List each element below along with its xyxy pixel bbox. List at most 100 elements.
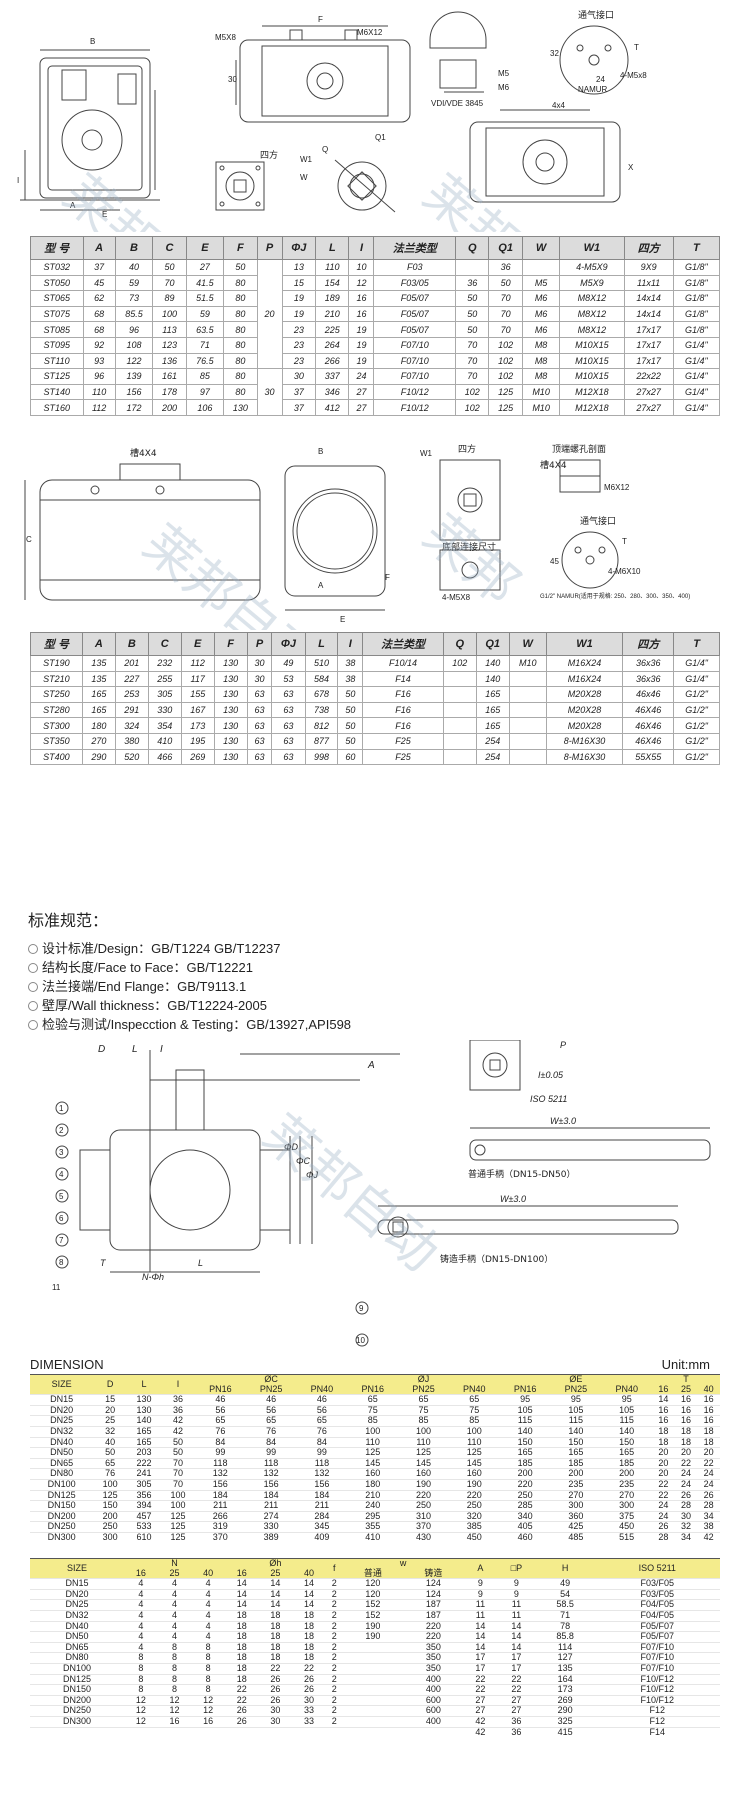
table-cell: 23 bbox=[281, 321, 317, 338]
table-cell: 25 bbox=[674, 1384, 698, 1395]
table-cell: 4 bbox=[157, 1609, 192, 1622]
table-cell: 11 bbox=[463, 1599, 498, 1611]
table-cell bbox=[342, 1726, 404, 1738]
svg-text:A: A bbox=[367, 1060, 375, 1071]
svg-text:莱邦自动: 莱邦自动 bbox=[52, 164, 250, 232]
table-cell: M12X18 bbox=[559, 383, 625, 401]
table-cell: 14 bbox=[258, 1588, 293, 1600]
table-cell: 18 bbox=[224, 1673, 259, 1685]
table-cell: 102 bbox=[488, 336, 523, 354]
table-cell: F12 bbox=[594, 1705, 720, 1717]
svg-text:10: 10 bbox=[356, 1336, 365, 1345]
table-cell: 12 bbox=[191, 1705, 225, 1717]
table-cell: 78 bbox=[535, 1620, 595, 1632]
table-cell: 18 bbox=[292, 1620, 326, 1632]
table-cell: 485 bbox=[550, 1531, 602, 1543]
table-cell: 354 bbox=[147, 717, 182, 734]
table-cell: F05/F07 bbox=[594, 1631, 720, 1643]
table-cell: 46X46 bbox=[622, 732, 675, 750]
table-cell: 70 bbox=[455, 368, 490, 385]
table-cell: 266 bbox=[315, 352, 350, 370]
table-cell: 4-M5X9 bbox=[559, 259, 625, 276]
table-cell bbox=[224, 1726, 259, 1738]
table-cell: 185 bbox=[499, 1457, 551, 1469]
svg-text:9: 9 bbox=[359, 1304, 364, 1313]
svg-text:通气接口: 通气接口 bbox=[580, 515, 616, 527]
table-cell: 65 bbox=[398, 1394, 449, 1406]
table-cell bbox=[508, 686, 547, 703]
table-cell bbox=[292, 1726, 326, 1738]
table-cell: 14 bbox=[292, 1578, 326, 1590]
table-cell: 12 bbox=[124, 1694, 158, 1706]
standards-section: 标准规范： 设计标准/Design：GB/T1224 GB/T12237 结构长… bbox=[28, 912, 628, 1034]
table-cell: 150 bbox=[601, 1436, 653, 1448]
table-cell: 40 bbox=[114, 259, 154, 276]
table-cell bbox=[342, 1684, 404, 1696]
table-cell: DN20 bbox=[30, 1404, 94, 1416]
table-cell: 18 bbox=[258, 1631, 293, 1643]
table-cell: 12 bbox=[157, 1705, 192, 1717]
table-cell: 115 bbox=[499, 1415, 551, 1427]
table-cell: L bbox=[127, 1373, 162, 1395]
table-cell bbox=[508, 670, 547, 688]
table-cell: F07/F10 bbox=[594, 1662, 720, 1675]
svg-text:C: C bbox=[26, 535, 32, 544]
table-cell: F07/F10 bbox=[594, 1652, 720, 1664]
table-cell: 50 bbox=[337, 701, 364, 719]
table-cell: G1/2" bbox=[673, 701, 720, 719]
table-cell: f bbox=[325, 1557, 343, 1579]
table-cell: DN125 bbox=[30, 1489, 94, 1501]
dimension-title: DIMENSION bbox=[30, 1357, 104, 1372]
table-cell: 8 bbox=[124, 1652, 158, 1664]
table-cell: 225 bbox=[315, 321, 350, 338]
table-cell: PN25 bbox=[245, 1384, 297, 1395]
table-cell: ISO 5211 bbox=[594, 1557, 720, 1579]
table-cell: DN250 bbox=[30, 1705, 125, 1717]
table-cell: 200 bbox=[499, 1468, 551, 1480]
table-cell: 62 bbox=[82, 290, 116, 307]
actuator-drawing-top: B F M5X8 M6X12 30 A E I 四方 Q Q1 W1 W VDI… bbox=[0, 0, 750, 232]
table-cell: 187 bbox=[403, 1609, 464, 1622]
table-cell: 290 bbox=[535, 1705, 595, 1717]
svg-text:T: T bbox=[634, 43, 639, 52]
table-cell: 250 bbox=[398, 1500, 449, 1512]
actuator-drawing-middle: 槽4X4 C B E A F W1 四方 底部连接尺寸 4-M5X8 顶端螺孔剖… bbox=[0, 440, 750, 630]
table-cell: 266 bbox=[194, 1510, 246, 1522]
standard-item: 结构长度/Face to Face：GB/T12221 bbox=[28, 958, 628, 977]
svg-text:I±0.05: I±0.05 bbox=[538, 1070, 564, 1080]
table-cell: 201 bbox=[114, 655, 149, 672]
valve-section-drawing bbox=[79, 1050, 400, 1273]
table-cell: 37 bbox=[82, 259, 116, 276]
table-cell: DN150 bbox=[30, 1684, 125, 1696]
table-cell: 156 bbox=[194, 1478, 246, 1491]
table-cell: 220 bbox=[403, 1631, 464, 1643]
table-cell: 4 bbox=[124, 1620, 158, 1632]
table-cell: 63 bbox=[271, 748, 306, 766]
table-cell bbox=[521, 259, 561, 276]
table-cell: 11 bbox=[497, 1599, 536, 1611]
table-cell: 140 bbox=[550, 1425, 602, 1438]
table-cell: 18 bbox=[292, 1641, 326, 1653]
table-cell: 18 bbox=[224, 1620, 259, 1632]
table-cell: 122 bbox=[114, 352, 154, 370]
table-cell: 89 bbox=[152, 290, 187, 307]
table-cell: 187 bbox=[403, 1599, 464, 1611]
table-cell: 110 bbox=[448, 1436, 500, 1448]
svg-text:3: 3 bbox=[59, 1148, 64, 1157]
top-port-detail-drawing bbox=[559, 459, 619, 589]
flange-square-drawing bbox=[215, 161, 265, 211]
table-cell: 8 bbox=[191, 1652, 225, 1664]
table-cell: 25 bbox=[157, 1568, 192, 1579]
table-cell: F05/07 bbox=[373, 305, 457, 323]
table-cell: 165 bbox=[601, 1447, 653, 1459]
table-cell: 200 bbox=[93, 1510, 128, 1522]
table-cell: 8-M16X30 bbox=[545, 748, 624, 766]
table-cell: DN300 bbox=[30, 1715, 125, 1727]
table-cell: 998 bbox=[304, 748, 339, 766]
table-cell: 32 bbox=[674, 1521, 698, 1533]
table-cell: 140 bbox=[127, 1415, 162, 1427]
table-cell: 27 bbox=[348, 383, 375, 401]
table-cell: 16 bbox=[674, 1404, 698, 1416]
